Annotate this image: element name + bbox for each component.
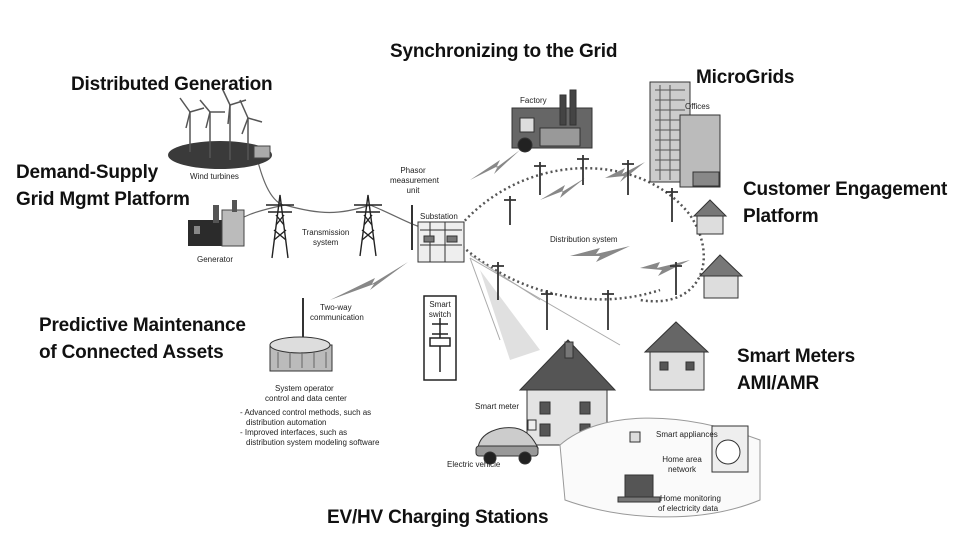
caption-microgrids: MicroGrids [696, 67, 795, 88]
label-two-way-line2: communication [310, 313, 364, 322]
home-area-network-inset [559, 417, 761, 518]
label-transmission-line2: system [313, 238, 339, 247]
label-home-area-line2: network [667, 465, 696, 474]
wind-turbine-icons [179, 87, 263, 160]
house-small-2 [698, 254, 744, 299]
label-smart-switch-line2: switch [428, 310, 452, 319]
substation-icon [417, 221, 465, 263]
label-system-operator-line1: System operator [275, 384, 334, 393]
label-smart-meter: Smart meter [475, 402, 520, 411]
generator-icon [188, 200, 245, 247]
caption-ev-hv: EV/HV Charging Stations [327, 507, 549, 528]
label-phasor-line3: unit [406, 186, 420, 195]
label-two-way-line1: Two-way [320, 303, 352, 312]
label-smart-switch-line1: Smart [429, 300, 451, 309]
control-center-icon [269, 298, 333, 372]
transmission-tower-1 [266, 194, 294, 259]
label-transmission-line1: Transmission [302, 228, 350, 237]
label-phasor-line1: Phasor [400, 166, 426, 175]
transmission-line [214, 204, 431, 236]
note-bullet1-line1: - Advanced control methods, such as [240, 408, 372, 417]
offices-building-icon [649, 81, 721, 188]
electric-vehicle-icon [475, 427, 539, 465]
note-bullet1-line2: distribution automation [246, 418, 327, 427]
caption-smart-meters-line2: AMI/AMR [737, 373, 819, 394]
label-home-monitoring-line1: Home monitoring [660, 494, 721, 503]
smart-meter-icon [527, 419, 537, 431]
caption-predictive-line1: Predictive Maintenance [39, 315, 246, 336]
label-generator: Generator [197, 255, 234, 264]
transmission-tower-2 [354, 194, 382, 257]
label-wind-turbines: Wind turbines [190, 172, 239, 181]
label-electric-vehicle: Electric vehicle [447, 460, 501, 469]
distribution-loop-lower [454, 239, 661, 301]
label-offices: Offices [685, 102, 710, 111]
label-system-operator-line2: control and data center [265, 394, 347, 403]
caption-customer-engagement-line1: Customer Engagement [743, 179, 948, 200]
utility-poles [492, 155, 682, 330]
communication-bolts [330, 150, 690, 300]
note-bullet2-line1: - Improved interfaces, such as [240, 428, 348, 437]
label-phasor-line2: measurement [390, 176, 439, 185]
house-small-1 [692, 199, 728, 235]
caption-synchronizing: Synchronizing to the Grid [390, 41, 618, 62]
factory-icon [511, 89, 593, 153]
control-center-notes: - Advanced control methods, such as dist… [240, 408, 379, 448]
label-distribution-system: Distribution system [550, 235, 618, 244]
caption-smart-meters-line1: Smart Meters [737, 346, 855, 367]
label-smart-appliances: Smart appliances [656, 430, 718, 439]
caption-predictive-line2: of Connected Assets [39, 342, 224, 363]
caption-demand-supply-line2: Grid Mgmt Platform [16, 189, 190, 210]
label-factory: Factory [520, 96, 547, 105]
note-bullet2-line2: distribution system modeling software [246, 438, 380, 447]
caption-customer-engagement-line2: Platform [743, 206, 819, 227]
label-home-monitoring-line2: of electricity data [658, 504, 719, 513]
house-medium [643, 321, 710, 391]
wind-farm-platform [168, 141, 272, 169]
label-home-area-line1: Home area [662, 455, 702, 464]
distribution-loop [454, 167, 706, 303]
caption-distributed-generation: Distributed Generation [71, 74, 273, 95]
caption-demand-supply-line1: Demand-Supply [16, 162, 159, 183]
label-substation: Substation [420, 212, 458, 221]
